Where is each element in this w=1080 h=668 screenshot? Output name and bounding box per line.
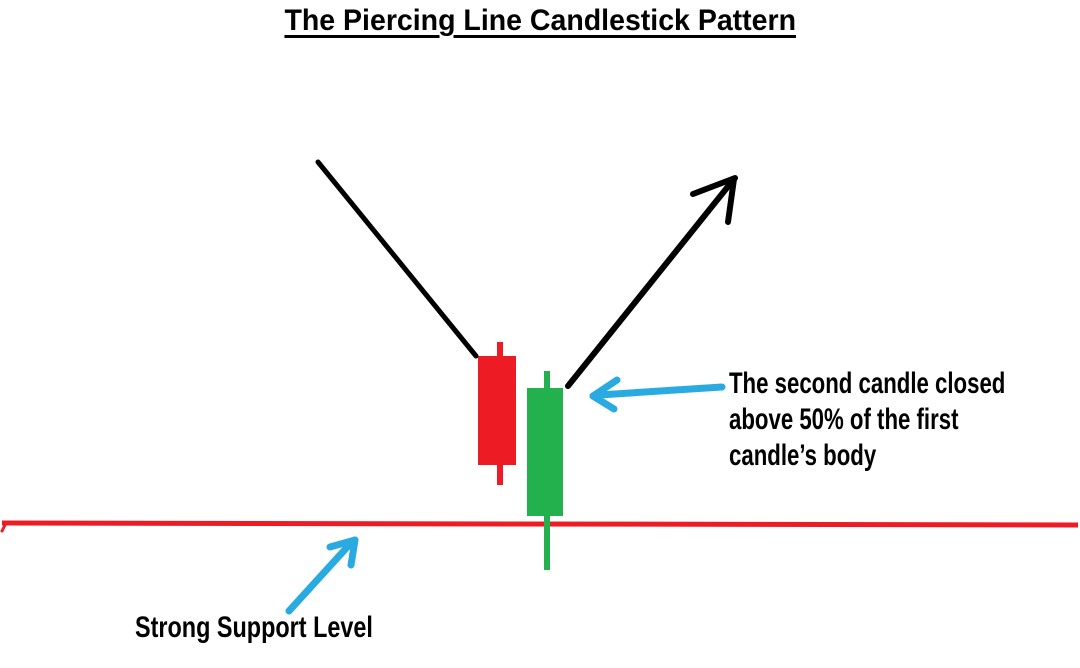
note-arrow-to-support-shaft (285, 540, 354, 615)
first-candle-bearish (478, 342, 516, 485)
second-candle-note: The second candle closed above 50% of th… (729, 367, 1006, 472)
uptrend-arrowhead-left-barb (690, 175, 738, 197)
note-arrow-to-support-left-barb (326, 536, 359, 551)
second-candle-body (527, 388, 563, 516)
note-arrow-to-support-down-barb (347, 536, 359, 569)
support-line (0, 520, 1079, 533)
uptrend-arrow-shaft (565, 176, 737, 389)
page-title: The Piercing Line Candlestick Pattern (0, 3, 1080, 44)
note-arrow-to-candles (589, 376, 726, 413)
note-arrow-to-candles-shaft (595, 383, 726, 399)
first-candle-body (478, 356, 516, 465)
page-title-text: The Piercing Line Candlestick Pattern (284, 4, 796, 37)
support-note: Strong Support Level (135, 611, 373, 644)
downtrend-line (315, 159, 479, 359)
note-arrow-to-candles-lower-barb (589, 392, 618, 413)
note-arrow-to-candles-upper-barb (589, 376, 621, 400)
uptrend-arrowhead-down-barb (725, 176, 737, 225)
support-line-left-tick (0, 523, 7, 533)
uptrend-arrow (565, 175, 738, 389)
note-arrow-to-support (285, 536, 359, 615)
support-line-main (1, 520, 1079, 528)
second-candle-bullish (527, 371, 563, 570)
